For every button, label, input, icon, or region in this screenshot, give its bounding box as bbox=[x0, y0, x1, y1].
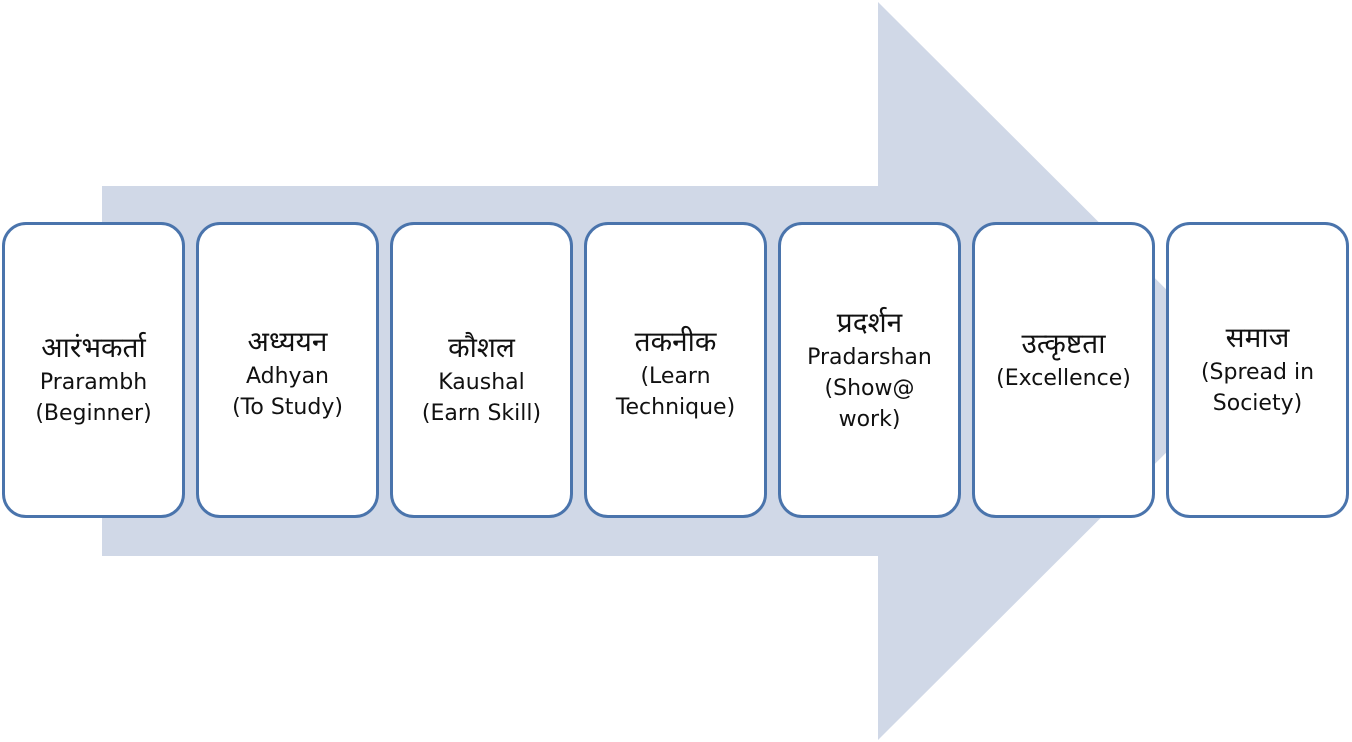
step-excellence: उत्कृष्टता (Excellence) bbox=[972, 222, 1155, 518]
step-english-label: (Spread in Society) bbox=[1200, 360, 1315, 416]
step-english-label: Adhyan (To Study) bbox=[232, 364, 343, 420]
step-hindi-label: प्रदर्शन bbox=[836, 305, 903, 339]
step-hindi-label: तकनीक bbox=[634, 325, 717, 358]
step-technique: तकनीक (Learn Technique) bbox=[584, 222, 767, 518]
step-study: अध्ययन Adhyan (To Study) bbox=[196, 222, 379, 518]
step-skill: कौशल Kaushal (Earn Skill) bbox=[390, 222, 573, 518]
step-hindi-label: आरंभकर्ता bbox=[41, 331, 146, 364]
step-hindi-label: अध्ययन bbox=[247, 325, 328, 358]
step-hindi-label: उत्कृष्टता bbox=[1021, 326, 1106, 360]
step-hindi-label: समाज bbox=[1225, 321, 1290, 354]
step-english-label: Pradarshan (Show@ work) bbox=[807, 344, 932, 432]
step-show-at-work: प्रदर्शन Pradarshan (Show@ work) bbox=[778, 222, 961, 518]
step-english-label: Prarambh (Beginner) bbox=[35, 370, 152, 426]
step-hindi-label: कौशल bbox=[448, 331, 515, 364]
step-society: समाज (Spread in Society) bbox=[1166, 222, 1349, 518]
step-beginner: आरंभकर्ता Prarambh (Beginner) bbox=[2, 222, 185, 518]
step-english-label: (Learn Technique) bbox=[615, 364, 736, 420]
step-english-label: (Excellence) bbox=[996, 365, 1131, 391]
step-english-label: Kaushal (Earn Skill) bbox=[421, 370, 542, 426]
